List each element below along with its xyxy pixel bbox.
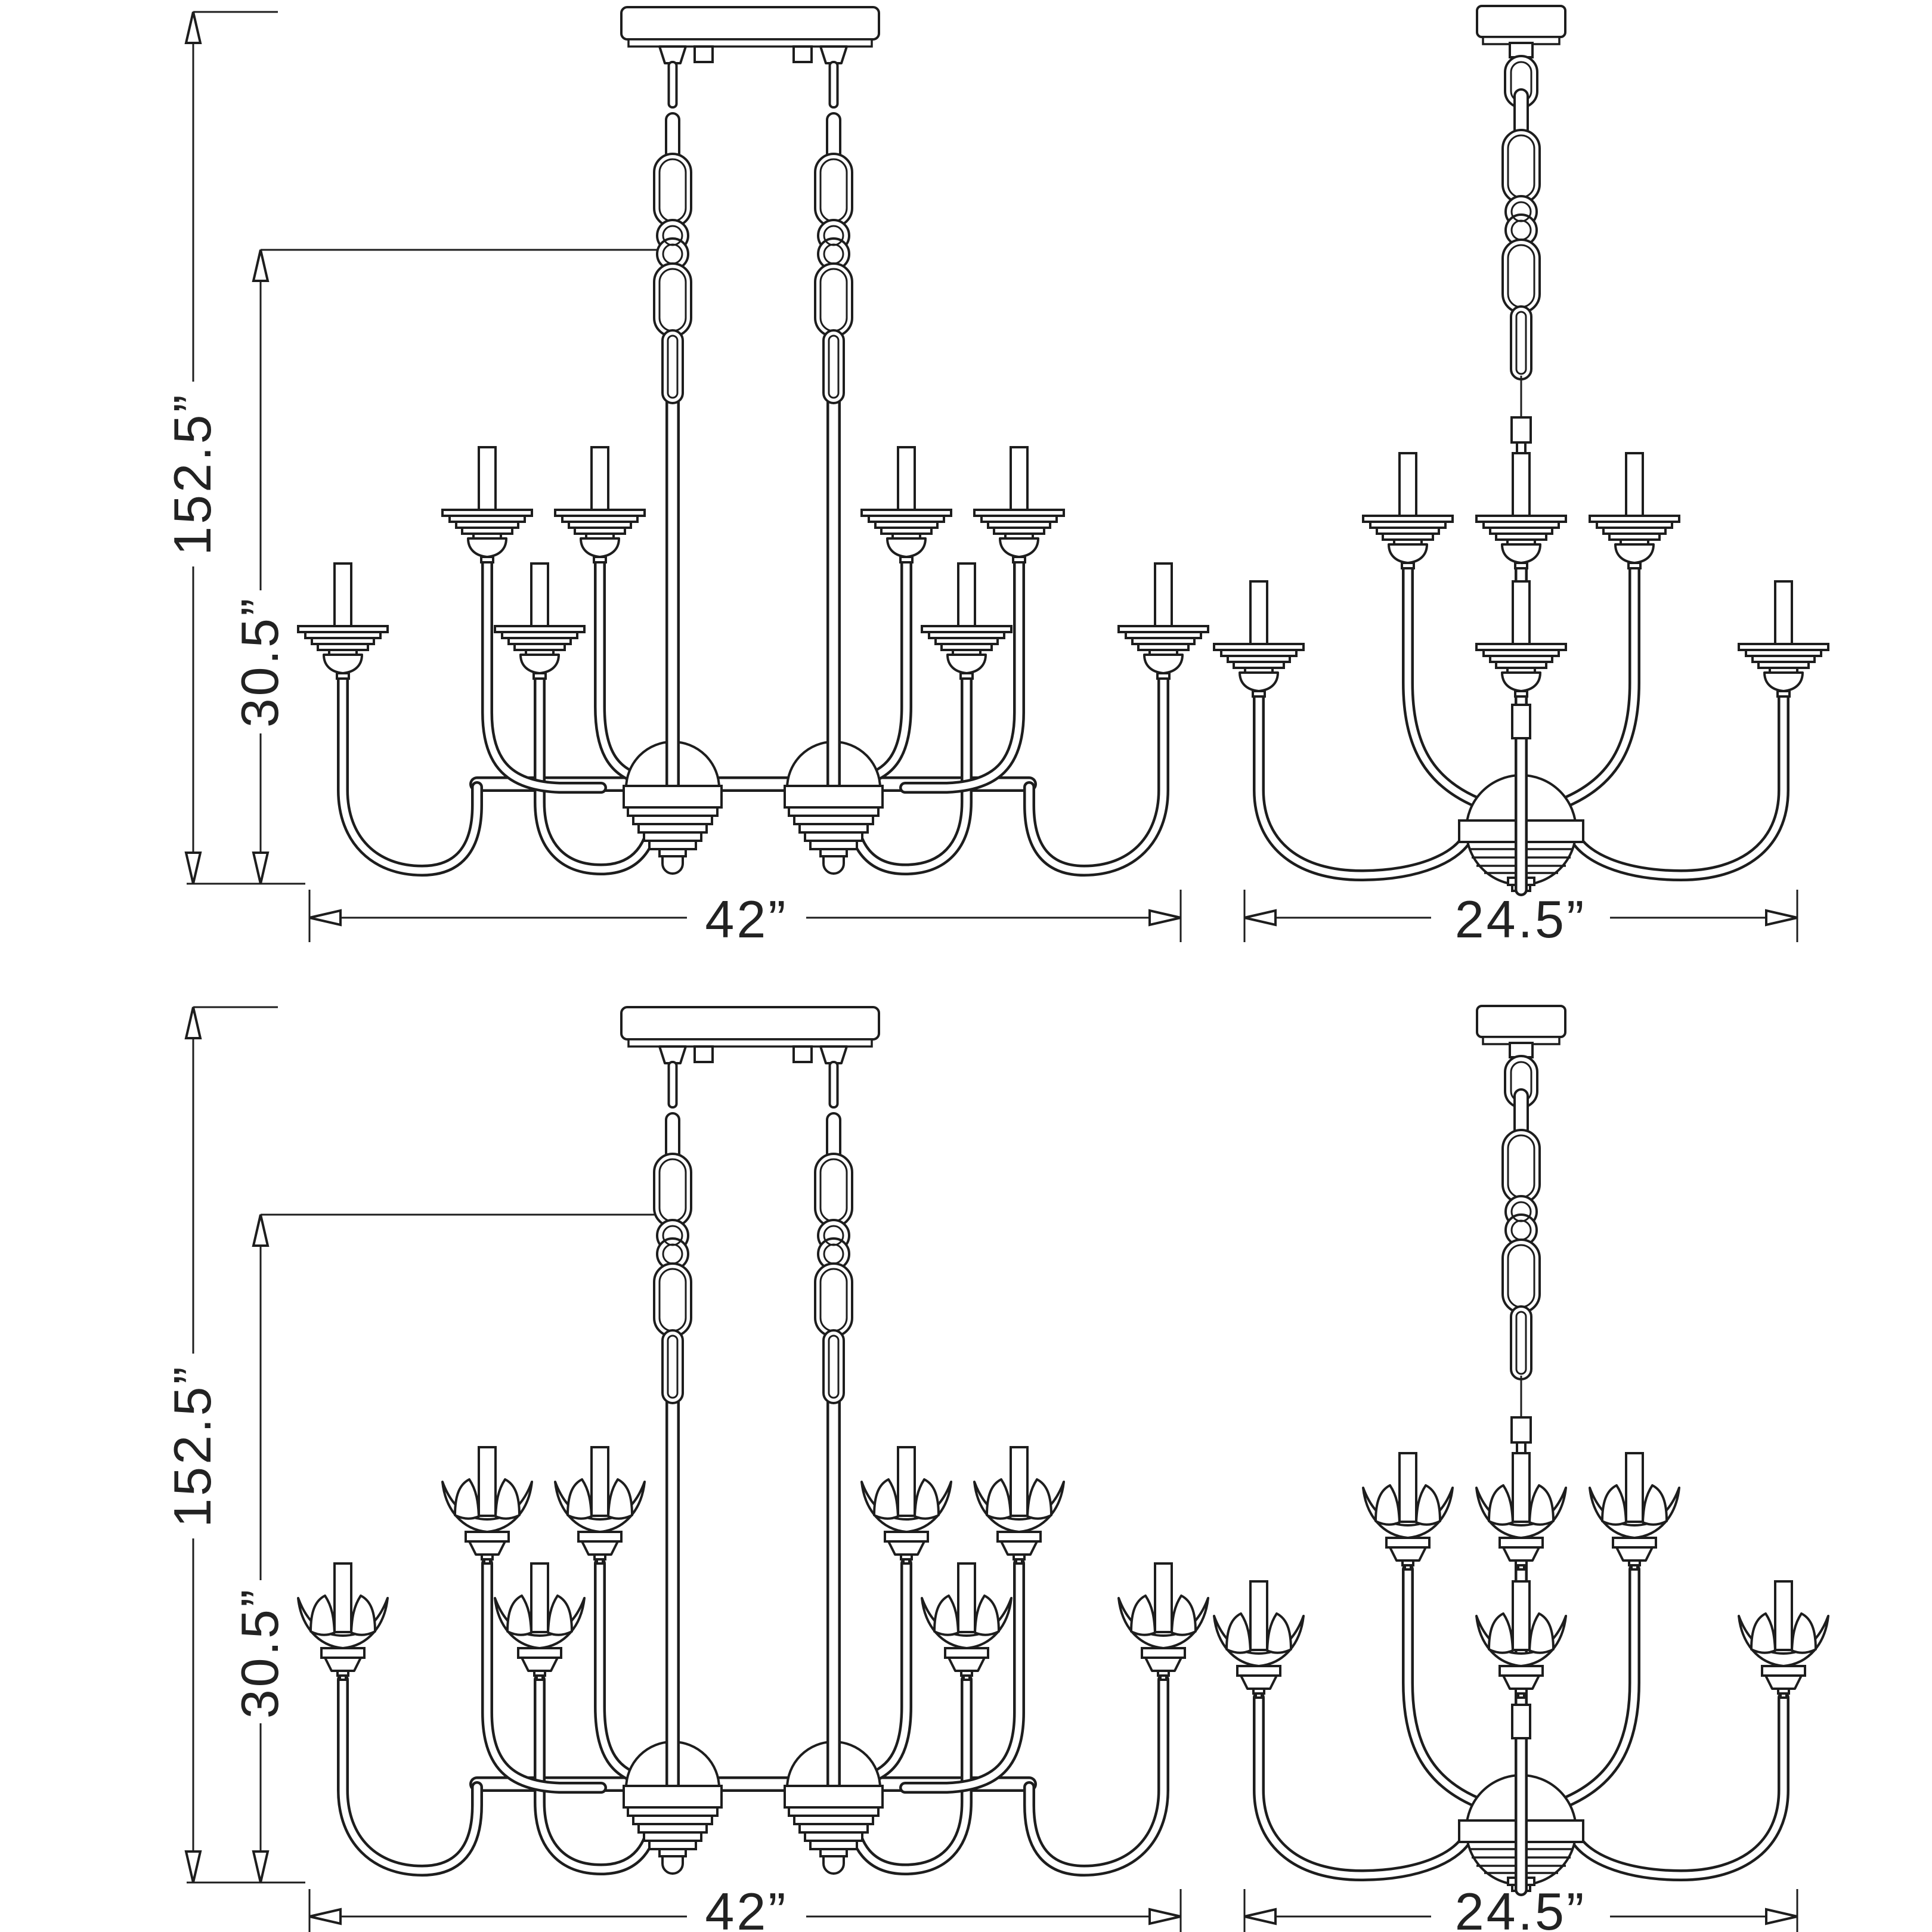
arrowhead-down [185,852,202,885]
arrowhead-down [185,1850,202,1884]
dim-label-linear-width: 42” [705,890,788,949]
view-round-chandelier-stepped [1213,5,1829,896]
dim-linear-width-bottom: 42” [308,1882,1182,1932]
arrowhead-left [1243,909,1277,926]
view-linear-chandelier-stepped [297,6,1209,877]
dim-overall-height-bottom: 152.5” [163,1006,278,1884]
arrowhead-left [308,1908,342,1925]
dim-label-overall-height: 152.5” [163,1364,222,1528]
dim-label-overall-height: 152.5” [163,392,222,556]
arrowhead-left [308,909,342,926]
dim-label-body-height: 30.5” [230,596,289,728]
arrowhead-right [1765,909,1798,926]
dim-body-height-bottom: 30.5” [187,1213,661,1884]
dim-round-width-top: 24.5” [1243,890,1798,949]
arrowhead-right [1148,1908,1182,1925]
arrowhead-up [185,1006,202,1039]
arrowhead-up [252,249,269,282]
fixture-drawings [297,5,1829,1896]
view-round-chandelier-petal [1213,1005,1829,1896]
arrowhead-up [252,1213,269,1247]
arrowhead-right [1148,909,1182,926]
arrowhead-up [185,11,202,44]
arrowhead-down [252,852,269,885]
dimension-annotations: 152.5” 30.5” 42” [163,11,1798,1932]
dim-label-body-height: 30.5” [230,1587,289,1719]
view-linear-chandelier-petal [297,1006,1209,1877]
dim-label-round-width: 24.5” [1455,890,1587,949]
dim-linear-width-top: 42” [308,890,1182,949]
arrowhead-right [1765,1908,1798,1925]
arrowhead-down [252,1850,269,1884]
arrowhead-left [1243,1908,1277,1925]
dim-body-height-top: 30.5” [187,249,661,885]
dim-label-linear-width: 42” [705,1882,788,1932]
dim-overall-height-top: 152.5” [163,11,278,885]
